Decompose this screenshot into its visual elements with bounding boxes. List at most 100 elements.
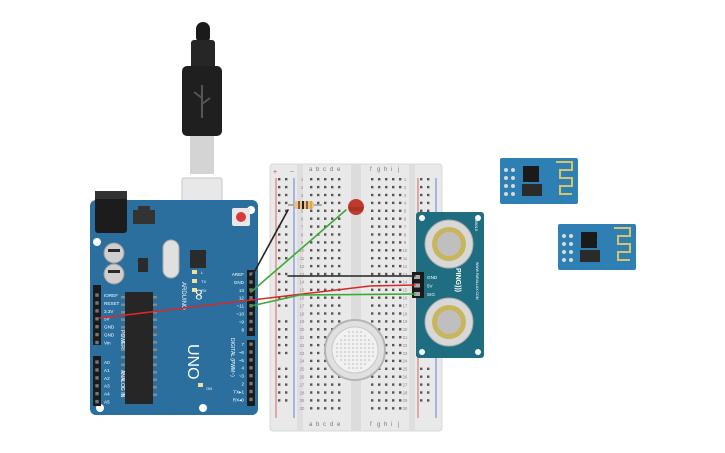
column-letter-c-bottom: c [323, 422, 326, 428]
usb-cable [181, 22, 223, 231]
pin-label: ~11 [237, 304, 245, 309]
column-letter-a-bottom: a [309, 422, 313, 428]
power-header [93, 285, 101, 345]
row-number-8-left: 8 [301, 232, 304, 237]
row-number-18-left: 18 [300, 311, 305, 316]
digital-header-bottom [247, 340, 255, 406]
capacitor [103, 242, 125, 264]
antenna-trace-icon [556, 161, 573, 195]
row-number-29-right: 29 [403, 398, 408, 403]
ultrasonic-transducer-bottom [424, 297, 474, 347]
pin-label: ~3 [239, 374, 245, 379]
crystal-oscillator [162, 239, 180, 279]
pin-label: A5 [104, 400, 110, 405]
pin-label: ~6 [239, 350, 245, 355]
row-number-17-right: 17 [403, 303, 408, 308]
pin-label: GND [234, 280, 245, 285]
usb-trident-icon [193, 85, 211, 118]
piezo-buzzer[interactable] [324, 319, 386, 381]
sensor-pin-label-gnd: GND [427, 275, 438, 280]
breadboard-holes [278, 178, 430, 410]
arduino-uno-board[interactable]: L TX RX ON ∞ ARDUINO UNO IOREFRESET3.3V5… [90, 191, 258, 415]
wires[interactable] [99, 209, 416, 319]
row-number-4-right: 4 [404, 201, 407, 206]
row-number-10-left: 10 [300, 248, 305, 253]
pin-label: Vin [104, 340, 111, 345]
column-letter-j-bottom: j [397, 422, 399, 428]
esp8266-module-1[interactable] [500, 158, 578, 204]
row-number-21-left: 21 [300, 335, 305, 340]
row-number-22-right: 22 [403, 343, 408, 348]
pin-label: ~5 [239, 358, 245, 363]
led-label-l: L [201, 270, 204, 275]
column-letter-e-bottom: e [337, 422, 341, 428]
row-number-26-right: 26 [403, 375, 408, 380]
row-number-7-right: 7 [404, 224, 407, 229]
esp-pins-2 [562, 234, 573, 262]
row-number-13-right: 13 [403, 272, 408, 277]
row-number-15-left: 15 [300, 288, 305, 293]
pin-label: ~10 [236, 312, 244, 317]
column-letter-a-top: a [309, 167, 313, 173]
row-number-14-right: 14 [403, 280, 408, 285]
arduino-brand-text: ARDUINO [180, 282, 186, 310]
reset-button[interactable] [232, 208, 250, 226]
digital-header-bottom-pins [249, 342, 253, 402]
row-number-6-right: 6 [404, 217, 407, 222]
row-number-29-left: 29 [300, 398, 305, 403]
row-number-21-right: 21 [403, 335, 408, 340]
row-number-28-right: 28 [403, 390, 408, 395]
pin-label: RX◂0 [233, 397, 245, 402]
row-number-16-left: 16 [300, 296, 305, 301]
row-number-23-right: 23 [403, 351, 408, 356]
digital-header-top [247, 270, 255, 336]
esp-pins-1 [504, 168, 515, 196]
row-number-13-left: 13 [300, 272, 305, 277]
row-number-19-right: 19 [403, 319, 408, 324]
led-label-tx: TX [201, 279, 206, 284]
row-number-25-right: 25 [403, 367, 408, 372]
column-letter-e-top: e [337, 167, 341, 173]
esp8266-module-2[interactable] [558, 224, 636, 270]
row-number-1-left: 1 [301, 177, 304, 182]
digital-group-label: DIGITAL (PWM~) [229, 338, 235, 377]
power-header-pins [95, 293, 99, 345]
row-number-24-left: 24 [300, 359, 305, 364]
row-number-22-left: 22 [300, 343, 305, 348]
row-number-12-left: 12 [300, 264, 305, 269]
resistor[interactable] [288, 201, 322, 209]
pin-label: A4 [104, 392, 110, 397]
row-number-8-right: 8 [404, 232, 407, 237]
sensor-pin-label-5v: 5V [427, 284, 434, 289]
row-number-30-right: 30 [403, 406, 408, 411]
row-number-26-left: 26 [300, 375, 305, 380]
row-number-30-left: 30 [300, 406, 305, 411]
row-number-16-right: 16 [403, 296, 408, 301]
rail-minus-label: − [290, 169, 294, 176]
pin-label: 3.3V [104, 309, 114, 314]
pin-label: 13 [239, 288, 245, 293]
wire-green-signal-to-sensor[interactable] [250, 293, 416, 307]
on-led-label: ON [206, 386, 212, 391]
row-number-6-left: 6 [301, 217, 304, 222]
wire-black-gnd-to-rail[interactable] [250, 209, 289, 279]
row-number-14-left: 14 [300, 280, 305, 285]
sensor-pin-label-sig: SIG [427, 292, 435, 297]
pin-label: GND [104, 333, 115, 338]
pin-label: GND [104, 325, 115, 330]
column-letter-h-bottom: h [384, 422, 387, 428]
row-number-20-left: 20 [300, 327, 305, 332]
sensor-model-label: 28015 [474, 220, 479, 232]
wire-green-pin13-to-led[interactable] [250, 209, 347, 293]
buzzer-grill [336, 331, 374, 369]
pin-label: AREF [232, 272, 244, 277]
pin-label: 7 [241, 342, 244, 347]
wire-red-5v-to-sensor[interactable] [99, 284, 416, 319]
red-led[interactable] [348, 199, 364, 215]
row-number-27-left: 27 [300, 382, 305, 387]
row-number-24-right: 24 [403, 359, 408, 364]
analog-group-label: ANALOG IN [119, 370, 125, 398]
arduino-logo-icon: ∞ [190, 288, 209, 301]
